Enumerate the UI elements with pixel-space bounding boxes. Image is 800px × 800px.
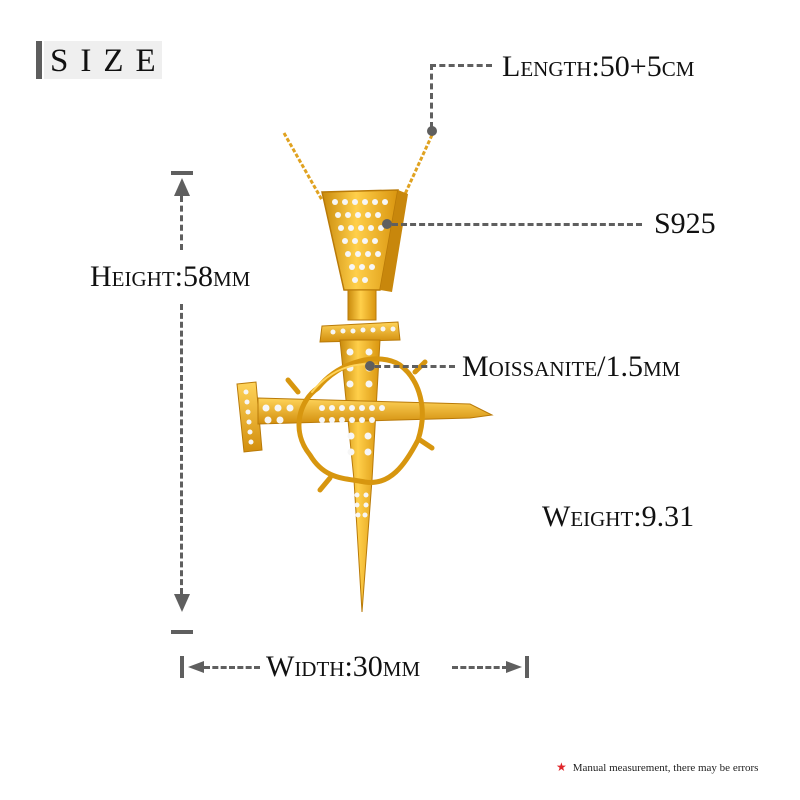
width-left-tick [180,656,184,678]
stone-anchor-dot [365,361,375,371]
footnote: ★ Manual measurement, there may be errors [556,760,758,775]
width-line-left [204,666,260,669]
chain [282,132,434,206]
height-arrow-up-icon [174,178,190,196]
material-leader [392,223,642,226]
height-line-lower [180,304,183,594]
width-arrow-right-icon [506,661,522,673]
height-arrow-down-icon [174,594,190,612]
footnote-text: Manual measurement, there may be errors [572,762,759,774]
width-line-right [452,666,508,669]
length-leader-horizontal [430,64,492,67]
material-label: S925 [654,207,716,240]
height-bottom-tick [171,630,193,634]
weight-label: Weight:9.31 [542,500,695,533]
width-arrow-left-icon [188,661,204,673]
width-right-tick [525,656,529,678]
stone-label: Moissanite/1.5mm [462,350,681,383]
bail [321,189,408,321]
height-line-upper [180,196,183,250]
material-anchor-dot [382,219,392,229]
width-label: Width:30mm [266,650,421,683]
horizontal-nail [236,381,494,453]
star-icon: ★ [556,760,567,774]
length-leader-vertical [430,64,433,128]
length-label: Length:50+5cm [502,50,695,83]
length-anchor-dot [427,126,437,136]
height-top-tick [171,171,193,175]
title-accent-bar [36,41,42,79]
height-label: Height:58mm [90,260,251,293]
size-title: SIZE [44,41,162,79]
stone-leader [375,365,455,368]
